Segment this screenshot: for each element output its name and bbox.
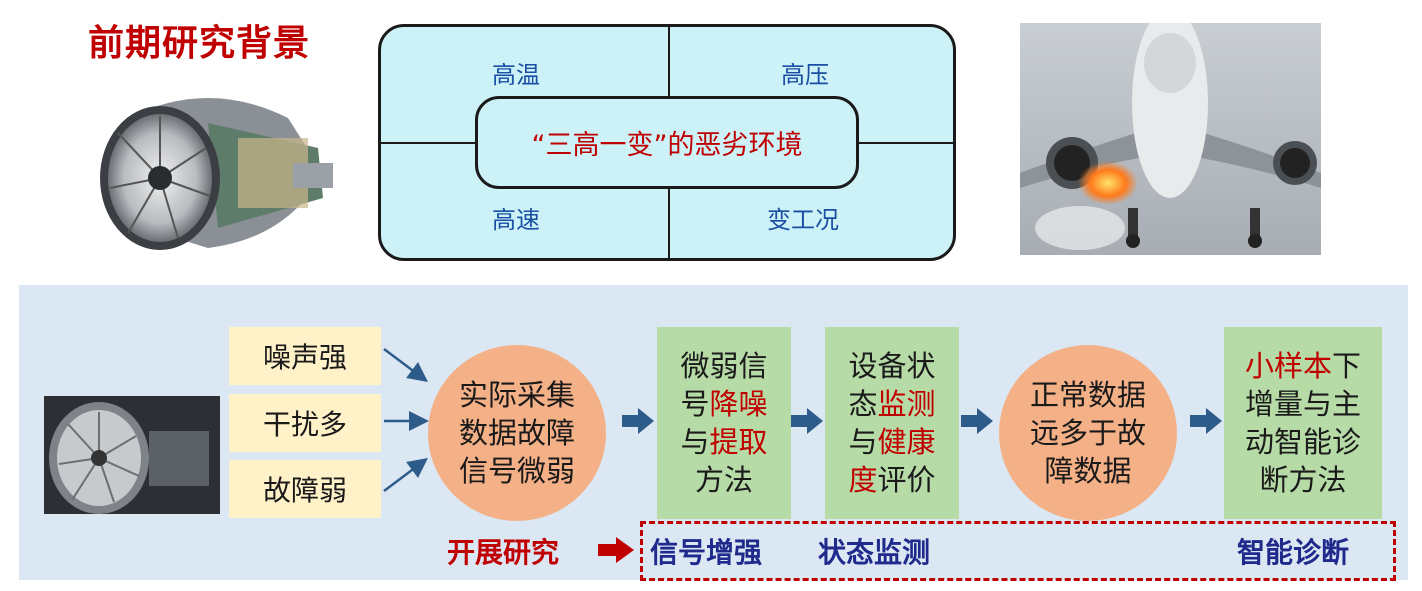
research-signal-enhancement: 信号增强: [650, 536, 763, 569]
step1-denoise: 降噪: [709, 387, 768, 421]
research-intelligent-diagnosis: 智能诊断: [1237, 536, 1350, 569]
cause-line-3: 信号微弱: [458, 454, 575, 488]
step3-line-2: 增量与主: [1244, 387, 1361, 421]
step-intelligent-diagnosis: 小样本下 增量与主 动智能诊 断方法: [1224, 327, 1382, 519]
imbalance-line-1: 正常数据: [1029, 378, 1146, 412]
step2-monitor: 监测: [877, 387, 936, 421]
cause-line-2: 数据故障: [458, 416, 575, 450]
label-variable-condition: 变工况: [767, 206, 839, 234]
step2-health: 健康: [877, 425, 936, 459]
step2-line-3a: 与: [848, 425, 878, 459]
label-high-temperature: 高温: [492, 61, 540, 89]
problem-strong-noise: 噪声强: [229, 327, 381, 385]
cause-circle: 实际采集 数据故障 信号微弱: [428, 345, 606, 521]
research-label: 开展研究: [447, 536, 560, 569]
label-high-pressure: 高压: [781, 61, 829, 89]
engine-illustration: [100, 98, 333, 250]
step1-line-1: 微弱信: [680, 349, 768, 383]
step-condition-monitoring: 设备状 态监测 与健康 度评价: [825, 327, 959, 519]
problem-much-interference: 干扰多: [229, 394, 381, 452]
step3-under: 下: [1332, 349, 1362, 383]
step1-line-2a: 号: [680, 387, 710, 421]
cause-line-1: 实际采集: [458, 378, 575, 412]
step2-line-2a: 态: [848, 387, 878, 421]
imbalance-line-3: 障数据: [1044, 454, 1132, 488]
label-high-speed: 高速: [492, 206, 540, 234]
step2-line-1: 设备状: [848, 349, 936, 383]
research-dashed-box: [640, 521, 1396, 581]
step2-degree: 度: [848, 463, 878, 497]
flow-arrow-4: [1190, 408, 1222, 434]
harsh-environment-box: “三高一变”的恶劣环境: [475, 96, 859, 189]
imbalance-line-2: 远多于故: [1029, 416, 1146, 450]
research-condition-monitoring: 状态监测: [818, 536, 931, 569]
step3-line-3: 动智能诊: [1244, 425, 1361, 459]
airplane-fire-photo: [1020, 23, 1321, 255]
step3-small-sample: 小样本: [1244, 349, 1332, 383]
imbalance-circle: 正常数据 远多于故 障数据: [999, 345, 1177, 521]
step1-extract: 提取: [709, 425, 768, 459]
step1-line-4: 方法: [694, 463, 753, 497]
engine-photo: [44, 396, 220, 514]
step2-evaluation: 评价: [877, 463, 936, 497]
problem-weak-fault: 故障弱: [229, 460, 381, 518]
page-title: 前期研究背景: [88, 23, 311, 64]
converging-arrows: [383, 348, 429, 492]
flow-arrow-3: [961, 408, 993, 434]
research-arrow: [598, 537, 634, 563]
flow-arrow-2: [791, 408, 823, 434]
step-signal-denoise: 微弱信 号降噪 与提取 方法: [657, 327, 791, 519]
step1-line-3a: 与: [680, 425, 710, 459]
quoted-phrase: “三高一变”: [531, 130, 668, 161]
step3-line-4: 断方法: [1259, 463, 1347, 497]
phrase-rest: 的恶劣环境: [667, 130, 803, 161]
flow-arrow-1: [622, 408, 654, 434]
